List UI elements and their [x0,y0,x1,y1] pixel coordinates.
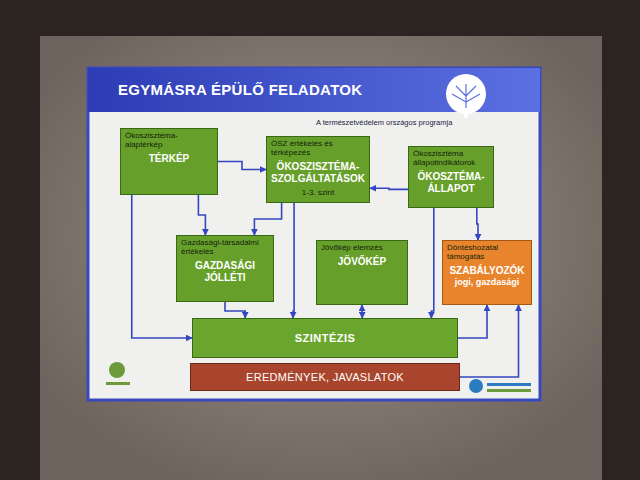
box-title: SZINTÉZIS [295,332,356,344]
connector-arrow [254,203,281,235]
slide-title: EGYMÁSRA ÉPÜLŐ FELADATOK [118,81,362,98]
box-heading: Ökoszisztéma állapotindikátorok [413,150,489,168]
box-title: GAZDASÁGI JÓLLÉTI [181,260,269,284]
synthesis-bar: SZINTÉZIS [192,318,458,358]
box-heading: Ökoszisztéma-alaptérkép [125,132,213,150]
task-box: Ökoszisztéma-alaptérképTÉRKÉP [120,128,218,195]
connector-arrow [458,305,487,338]
task-box: Jövőkép elemzésJÖVŐKÉP [316,240,408,305]
task-box: Gazdasági-társadalmi értékelésGAZDASÁGI … [176,235,274,302]
projection-screen [40,36,602,480]
connector-arrow [361,305,363,318]
connector-arrow [431,208,433,318]
results-band: EREDMÉNYEK, JAVASLATOK [190,363,460,391]
tree-logo [446,74,486,118]
box-heading: Döntéshozatal támogatás [447,244,527,262]
box-title: TÉRKÉP [125,153,213,165]
connector-arrow [198,195,205,235]
box-title: jogi, gazdasági [447,277,527,288]
box-title: ÖKOSZTÉMA-ÁLLAPOT [413,171,489,195]
task-box: Döntéshozatal támogatásSZABÁLYOZÓKjogi, … [442,240,532,305]
connector-arrow [218,162,266,170]
box-title: ÖKOSZISZTÉMA-SZOLGÁLTATÁSOK [271,161,365,185]
subtitle-text: A természetvédelem országos programja [316,118,452,127]
connector-arrow [225,302,245,318]
box-title: JÖVŐKÉP [321,256,403,268]
connector-arrow [460,305,519,377]
connector-arrow [293,203,294,318]
box-heading: Jövőkép elemzés [321,244,403,253]
slide-body [88,68,540,400]
box-note: 1-3. szint [271,188,365,198]
box-title: EREDMÉNYEK, JAVASLATOK [246,371,404,383]
right-logo [469,379,531,393]
connector-arrow [477,208,478,240]
box-heading: Gazdasági-társadalmi értékelés [181,239,269,257]
box-title: SZABÁLYOZÓK [447,265,527,277]
box-heading: ÖSZ értékelés és térképezés [271,140,365,158]
task-box: ÖSZ értékelés és térképezésÖKOSZISZTÉMA-… [266,136,370,203]
left-logo [106,362,130,385]
task-box: Ökoszisztéma állapotindikátorokÖKOSZTÉMA… [408,146,494,208]
connector-arrow [370,188,408,189]
